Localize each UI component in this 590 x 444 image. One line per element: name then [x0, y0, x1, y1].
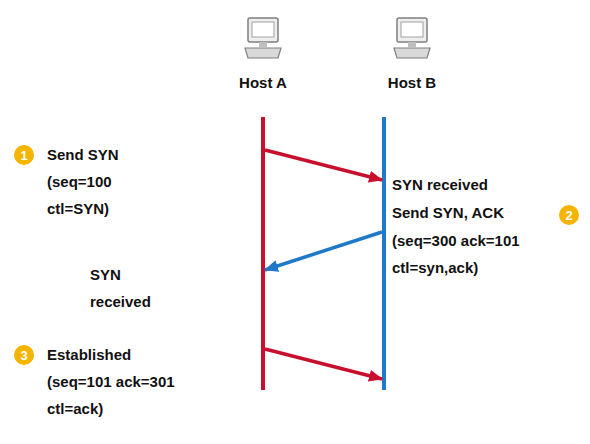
monitor-screen	[401, 22, 423, 37]
segment-fields: (seq=100 ctl=SYN)	[47, 168, 142, 222]
host-label: Host A	[239, 74, 287, 92]
monitor-stand	[408, 42, 416, 47]
callout-number: 2	[565, 209, 572, 222]
step-title: Send SYN, ACK	[392, 199, 504, 226]
host-lifeline: Host A	[261, 117, 265, 390]
step-title: Established	[47, 341, 131, 368]
state-note: SYN received	[392, 171, 488, 198]
callout-circle: 1	[12, 143, 36, 167]
computer-icon	[394, 18, 430, 58]
message-arrow	[265, 232, 382, 270]
computer-base	[394, 48, 430, 58]
step-title: Send SYN	[47, 141, 119, 168]
monitor-screen	[252, 22, 274, 37]
state-note: SYN received	[90, 261, 160, 315]
monitor-frame	[248, 18, 278, 42]
monitor-stand	[259, 42, 267, 47]
message-arrow	[265, 349, 382, 379]
callout-circle: 3	[12, 343, 36, 367]
host-label: Host B	[388, 74, 436, 92]
monitor-frame	[397, 18, 427, 42]
callout-number: 1	[20, 149, 27, 162]
segment-fields: (seq=101 ack=301 ctl=ack)	[47, 368, 207, 422]
host-lifeline: Host B	[382, 117, 386, 390]
computer-icon	[245, 18, 281, 58]
message-arrow	[265, 150, 382, 180]
computer-base	[245, 48, 281, 58]
segment-fields: (seq=300 ack=101 ctl=syn,ack)	[392, 227, 562, 281]
callout-number: 3	[20, 349, 27, 362]
callout-circle: 2	[557, 203, 581, 227]
